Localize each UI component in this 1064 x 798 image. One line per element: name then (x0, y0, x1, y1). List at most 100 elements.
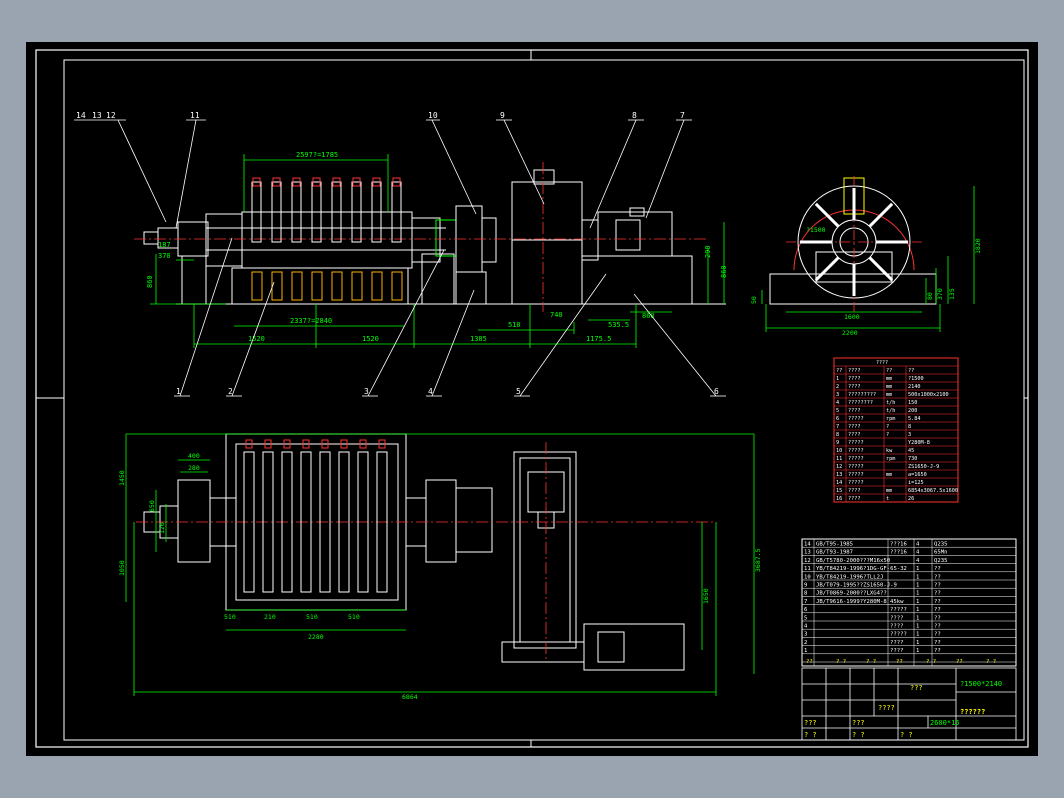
plan-bolt (302, 439, 310, 449)
param-cell: ?? (886, 368, 892, 374)
param-cell: ????? (848, 448, 864, 454)
frame-center-marks (36, 50, 1028, 747)
callout-1: 1 (176, 387, 181, 396)
side-dim-dia: ?1500 (806, 226, 826, 234)
param-cell: ????? (848, 440, 864, 446)
assembly-label: ??? (910, 684, 923, 692)
param-cell: ???? (848, 432, 861, 438)
callout-9: 9 (500, 111, 505, 120)
plan-hammer (243, 451, 255, 593)
plan-dim-120: 120 (158, 522, 166, 534)
plan-bolt (378, 439, 386, 449)
parts-cell: ?? (934, 607, 941, 613)
param-cell: 200 (908, 408, 917, 414)
plan-dim-280: 280 (188, 464, 200, 472)
callout-14: 14 (76, 111, 86, 120)
dim-860: 860 (642, 312, 655, 320)
param-cell: 2 (836, 384, 839, 390)
plan-hammer (376, 451, 388, 593)
rotor-tooth (391, 271, 403, 301)
parts-cell: 1 (916, 583, 919, 589)
parts-table-border (801, 538, 1017, 667)
param-cell: 3 (908, 432, 911, 438)
param-cell: 4 (836, 400, 839, 406)
rotor-tooth (331, 271, 343, 301)
rotor-tooth (251, 271, 263, 301)
parts-cell: ?? (934, 648, 941, 654)
plan-hammer (262, 451, 274, 593)
param-cell: mm (886, 488, 892, 494)
callout-4: 4 (428, 387, 433, 396)
title-misc-2: ??? (852, 719, 865, 727)
callout-7: 7 (680, 111, 685, 120)
parts-cell: JB/T9616-1999?Y280M-8 (816, 599, 887, 605)
model-number: ?1500*2140 (960, 680, 1002, 688)
side-dim-135: 135 (948, 288, 956, 300)
scale-label: 2600*15 (930, 719, 960, 727)
parts-cell: ???? (890, 640, 903, 646)
callout-13: 13 (92, 111, 102, 120)
parts-header-cell: ? ? (926, 659, 936, 665)
param-cell: ???? (848, 368, 861, 374)
front-dim-labels: 2597?=1785 2337?=2840 1520 1520 1385 117… (146, 151, 728, 343)
param-cell: ???? (848, 496, 861, 502)
param-cell: 150 (908, 400, 917, 406)
parts-cell: 11 (804, 566, 811, 572)
title-misc-4: ? ? (852, 731, 865, 739)
param-table-title: ???? (876, 360, 888, 366)
hammer-arm (391, 181, 402, 243)
parts-cell: ?? (934, 615, 941, 621)
side-dim-labels: 1600 2200 ?1500 50 80 370 135 1820 (750, 226, 982, 337)
param-cell: 14 (836, 480, 842, 486)
callout-3: 3 (364, 387, 369, 396)
parts-cell: ?? (934, 599, 941, 605)
parts-cell: JB/T079-1995??ZS1650-J-9 (816, 583, 897, 589)
title-misc-1: ??? (804, 719, 817, 727)
hammer-tip (272, 177, 281, 187)
title-block (801, 667, 1017, 741)
param-cell: mm (886, 376, 892, 382)
dim-1385: 1385 (470, 335, 487, 343)
parts-cell: 9 (804, 583, 807, 589)
rotor-hammers-front (251, 177, 402, 243)
plan-dim-400: 400 (188, 452, 200, 460)
parts-cell: 1 (916, 632, 919, 638)
plan-dim-510b: 510 (306, 613, 318, 621)
hammer-arm (371, 181, 382, 243)
param-cell: ????? (848, 480, 864, 486)
plan-dim-3687: 3687.5 (754, 548, 762, 572)
plan-hammer (338, 451, 350, 593)
param-cell: mm (886, 392, 892, 398)
rotor-tooth (271, 271, 283, 301)
param-cell: 1 (836, 376, 839, 382)
plan-dim-2280: 2280 (308, 633, 324, 641)
param-cell: a=1650 (908, 472, 927, 478)
parts-cell: 1 (916, 591, 919, 597)
front-elevation (134, 162, 726, 312)
hammer-arm (351, 181, 362, 243)
parts-cell: GB/T5780-2000???M16x50 (816, 558, 890, 564)
parts-cell: 2 (804, 640, 807, 646)
rotor-tooth (371, 271, 383, 301)
dim-187: 187 (158, 241, 171, 249)
plan-hammer (300, 451, 312, 593)
dim-740: 740 (550, 311, 563, 319)
parts-cell: ?? (934, 591, 941, 597)
parts-cell: GB/T95-1985 (816, 542, 853, 548)
parts-cell: ?? (934, 632, 941, 638)
title-misc-0: ???? (878, 704, 895, 712)
drawing-canvas: 2597?=1785 2337?=2840 1520 1520 1385 117… (35, 49, 1029, 748)
parts-cell: ???16 (890, 550, 907, 556)
parts-cell: YB/T84219-1996?1DG-GF-65-32 (816, 566, 907, 572)
rotor-tooth (291, 271, 303, 301)
parts-cell: 4 (804, 624, 808, 630)
dim-1520b: 1520 (362, 335, 379, 343)
param-cell: ?? (836, 368, 842, 374)
param-cell: 11 (836, 456, 842, 462)
parts-cell: 1 (916, 574, 919, 580)
side-dimensions (761, 186, 975, 332)
side-view-hammers (800, 188, 908, 296)
parts-cell: Q235 (934, 542, 947, 548)
plan-bolt (283, 439, 291, 449)
